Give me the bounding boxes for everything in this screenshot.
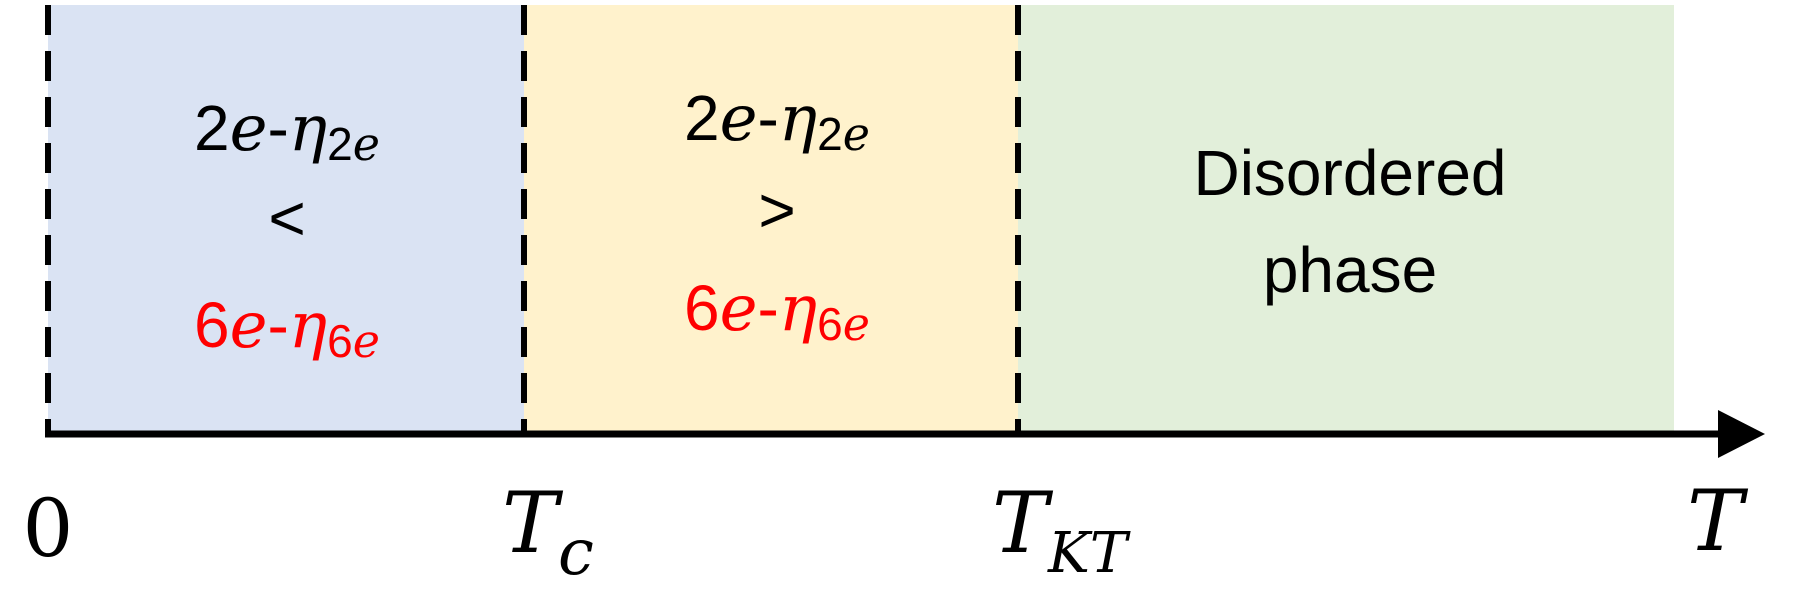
- region-3-label: Disordered phase: [1193, 137, 1506, 306]
- region-3-line-1: Disordered: [1193, 137, 1506, 209]
- region-2-bottom-expression: 6e-η6e: [684, 272, 870, 351]
- axis-end-label: T: [1687, 472, 1749, 570]
- region-2-relation: >: [758, 174, 795, 246]
- region-1-bottom-expression: 6e-η6e: [194, 289, 380, 368]
- region-disordered: [1018, 5, 1674, 432]
- region-3-line-2: phase: [1263, 234, 1437, 306]
- region-1-label: 2e-η2e < 6e-η6e: [194, 92, 380, 368]
- region-1-relation: <: [268, 182, 305, 254]
- region-low-temperature: [48, 5, 524, 432]
- region-2-top-expression: 2e-η2e: [684, 82, 870, 161]
- tick-label-tc: Tc: [502, 474, 594, 590]
- region-2-label: 2e-η2e > 6e-η6e: [684, 82, 870, 351]
- tick-label-tkt: TKT: [992, 474, 1131, 586]
- tick-label-zero: 0: [23, 482, 74, 575]
- axis-arrow-head: [1718, 410, 1765, 458]
- region-1-top-expression: 2e-η2e: [194, 92, 380, 171]
- region-intermediate: [524, 5, 1018, 432]
